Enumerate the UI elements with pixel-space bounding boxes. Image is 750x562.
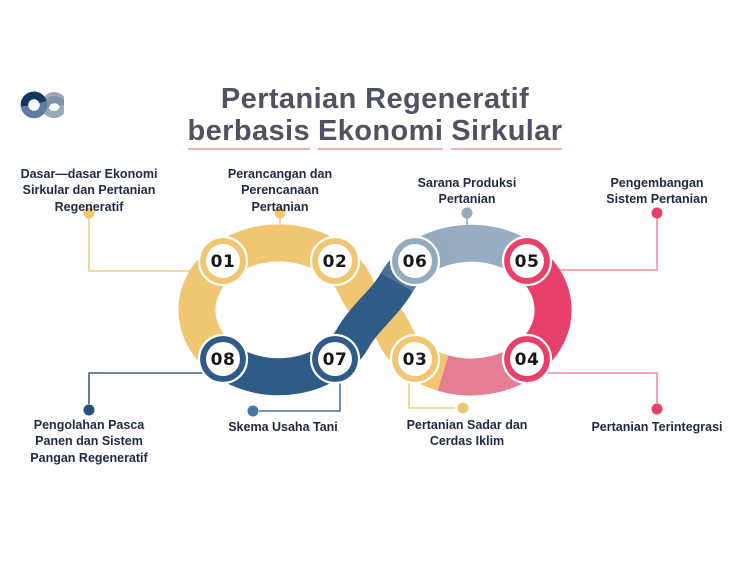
node-05: 05: [501, 235, 553, 287]
node-01-number: 01: [211, 252, 236, 272]
connector-line-pengolahan: [88, 372, 215, 404]
node-08-number: 08: [211, 350, 236, 370]
band-dark-blue: [211, 272, 414, 396]
node-03-number: 03: [403, 350, 428, 370]
label-pengembangan: Pengembangan Sistem Pertanian: [606, 176, 708, 207]
connector-dot-sarana: [461, 207, 473, 219]
node-06: 06: [389, 235, 441, 287]
connector-dot-perancangan: [274, 207, 286, 219]
node-02-number: 02: [323, 252, 348, 272]
node-07: 07: [309, 333, 361, 385]
node-02: 02: [309, 235, 361, 287]
connector-dot-sadar: [457, 402, 469, 414]
connector-line-skema: [259, 372, 341, 412]
label-sarana-produksi: Sarana Produksi Pertanian: [417, 176, 517, 207]
connector-dot-pengembangan: [651, 207, 663, 219]
connector-dot-skema: [247, 405, 259, 417]
connector-dot-pengolahan: [83, 404, 95, 416]
node-08: 08: [197, 333, 249, 385]
connector-line-pengembangan: [548, 218, 658, 271]
node-03: 03: [389, 333, 441, 385]
title-word-ekonomi: Ekonomi: [318, 116, 444, 150]
node-05-number: 05: [515, 252, 540, 272]
label-pertanian-terintegrasi: Pertanian Terintegrasi: [591, 420, 723, 434]
title-word-berbasis: berbasis: [187, 116, 311, 150]
connector-line-dasar: [88, 218, 200, 272]
label-pengolahan-pasca-panen: Pengolahan Pasca Panen dan Sistem Pangan…: [30, 418, 148, 465]
connector-dot-terintegrasi: [651, 403, 663, 415]
label-perancangan: Perancangan dan Perencanaan Pertanian: [227, 167, 333, 214]
node-07-number: 07: [323, 350, 348, 370]
node-06-number: 06: [403, 252, 428, 272]
title-line-1: Pertanian Regeneratif: [220, 83, 530, 115]
node-01: 01: [197, 235, 249, 287]
label-pertanian-sadar-iklim: Pertanian Sadar dan Cerdas Iklim: [406, 418, 528, 449]
label-dasar-dasar-ekonomi: Dasar—dasar Ekonomi Sirkular dan Pertani…: [20, 167, 158, 214]
title-word-sirkular: Sirkular: [451, 116, 563, 150]
node-04: 04: [501, 333, 553, 385]
node-04-number: 04: [515, 350, 540, 370]
connector-dot-dasar: [83, 207, 95, 219]
infinity-logo-icon: [20, 91, 64, 119]
connector-line-sadar: [408, 372, 455, 409]
band-yellow: [178, 224, 449, 391]
label-skema-usaha-tani: Skema Usaha Tani: [228, 420, 338, 434]
connector-line-terintegrasi: [535, 372, 658, 403]
